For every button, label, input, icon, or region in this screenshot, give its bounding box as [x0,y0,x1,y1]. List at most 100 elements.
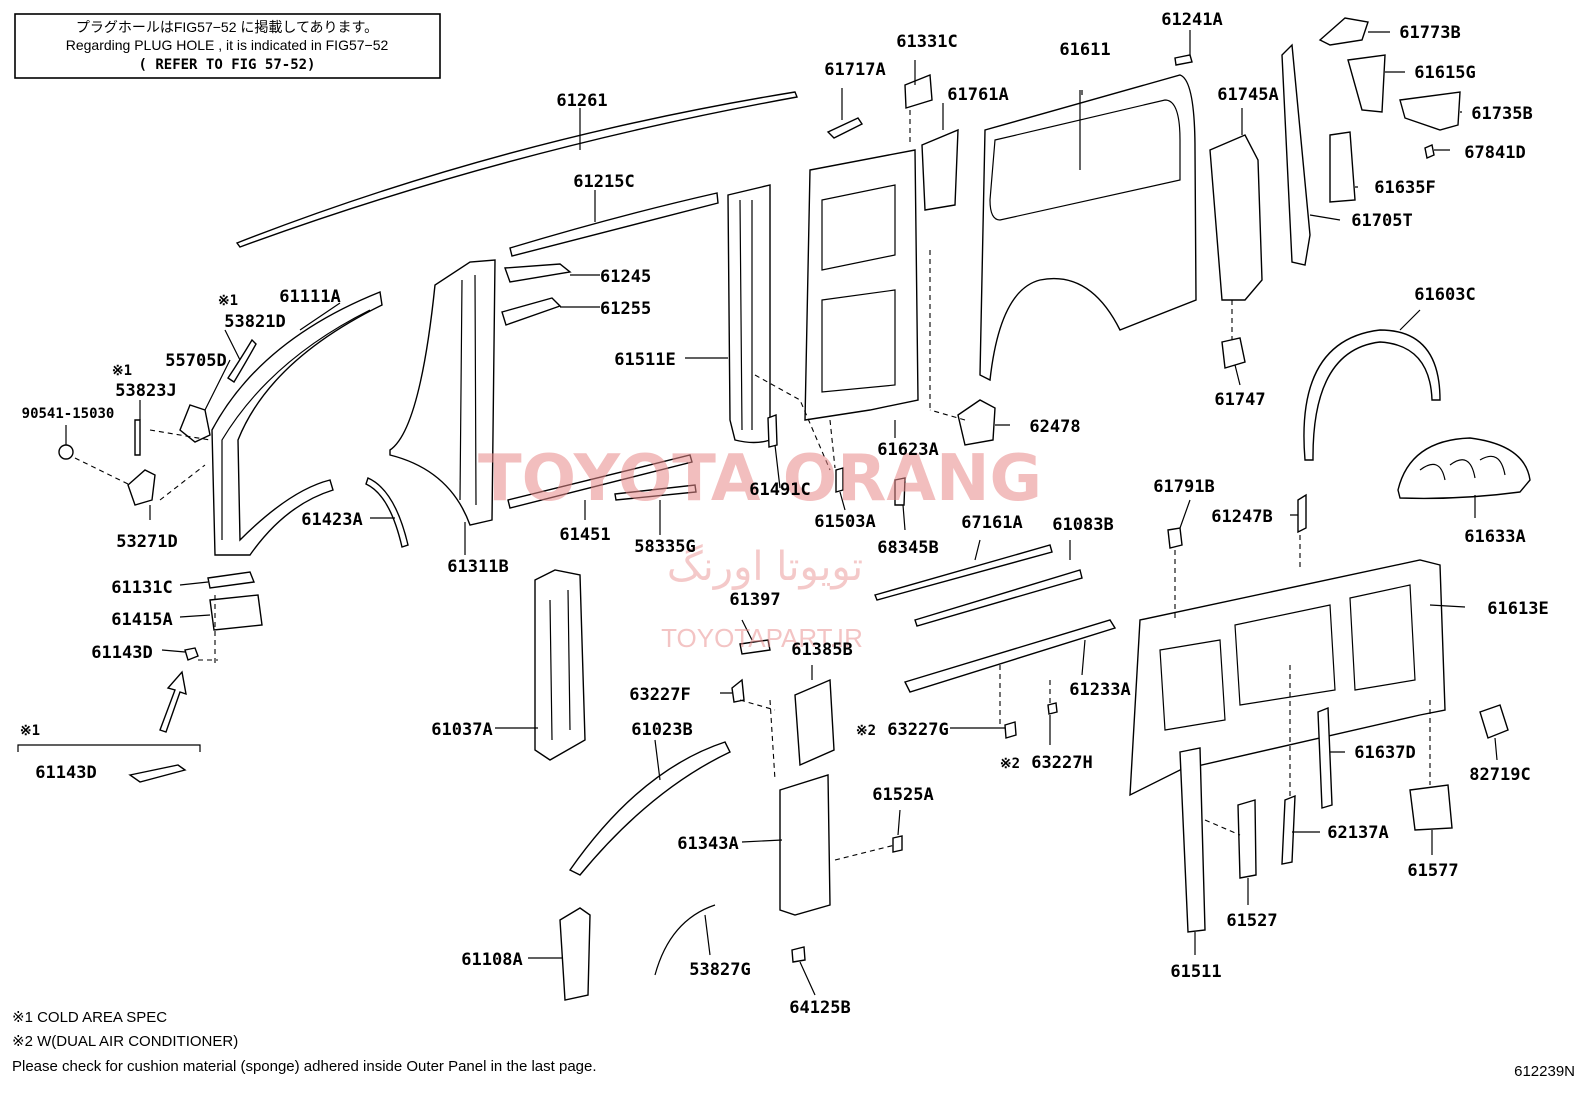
rail-61233A [904,619,1117,693]
label-64125B[interactable]: 64125B [789,998,850,1018]
label-61397[interactable]: 61397 [729,590,780,610]
mark-53821D: ※1 [218,293,238,309]
label-61131C[interactable]: 61131C [111,578,172,598]
label-61143D-a[interactable]: 61143D [91,643,152,663]
footnote-dual-ac: ※2 W(DUAL AIR CONDITIONER) [12,1033,238,1050]
label-61637D[interactable]: 61637D [1354,743,1415,763]
label-61023B[interactable]: 61023B [631,720,692,740]
bracket-61791B [1167,527,1183,549]
label-58335G[interactable]: 58335G [634,537,695,557]
label-61761A[interactable]: 61761A [947,85,1008,105]
center-pillar-61311B [389,259,496,526]
label-67841D[interactable]: 67841D [1464,143,1525,163]
label-61215C[interactable]: 61215C [573,172,634,192]
label-61255[interactable]: 61255 [600,299,651,319]
mark-61143D-cold: ※1 [20,723,40,739]
label-61451[interactable]: 61451 [559,525,610,545]
roof-rail-61261 [235,91,798,248]
label-61511E[interactable]: 61511E [614,350,675,370]
bracket-61385B [794,678,835,767]
label-61083B[interactable]: 61083B [1052,515,1113,535]
label-53821D[interactable]: 53821D [224,312,285,332]
bracket-61247B [1297,493,1307,534]
label-61633A[interactable]: 61633A [1464,527,1525,547]
label-61245[interactable]: 61245 [600,267,651,287]
label-61577[interactable]: 61577 [1407,861,1458,881]
label-61331C[interactable]: 61331C [896,32,957,52]
notice-line-2: Regarding PLUG HOLE , it is indicated in… [66,37,389,53]
rail-61083B [914,569,1083,627]
clip-64125B [791,946,806,963]
label-62478[interactable]: 62478 [1029,417,1080,437]
bracket-61131C [207,571,255,589]
bracket-61637D [1317,706,1333,809]
label-61241A[interactable]: 61241A [1161,10,1222,30]
label-61745A[interactable]: 61745A [1217,85,1278,105]
label-61735B[interactable]: 61735B [1471,104,1532,124]
label-61511[interactable]: 61511 [1170,962,1221,982]
label-61247B[interactable]: 61247B [1211,507,1272,527]
label-63227G[interactable]: 63227G [887,720,948,740]
label-61415A[interactable]: 61415A [111,610,172,630]
plate-58335G [614,484,697,501]
liner-61423A [365,477,409,548]
clip-67841D [1424,144,1435,159]
label-82719C[interactable]: 82719C [1469,765,1530,785]
label-61503A[interactable]: 61503A [814,512,875,532]
label-61111A[interactable]: 61111A [279,287,340,307]
label-62137A[interactable]: 62137A [1327,823,1388,843]
bracket-62137A [1281,794,1296,865]
label-61623A[interactable]: 61623A [877,440,938,460]
bracket-61331C [904,73,933,109]
rail-67161A [874,544,1053,601]
bolt-90541-15030 [58,444,74,460]
bracket-61577 [1409,784,1453,831]
bracket-61143D-cold [128,764,187,783]
label-61717A[interactable]: 61717A [824,60,885,80]
label-53271D[interactable]: 53271D [116,532,177,552]
label-61037A[interactable]: 61037A [431,720,492,740]
label-61613E[interactable]: 61613E [1487,599,1548,619]
label-61635F[interactable]: 61635F [1374,178,1435,198]
quarter-panel-61611 [979,74,1197,382]
footnote-cold-area: ※1 COLD AREA SPEC [12,1009,167,1026]
label-61525A[interactable]: 61525A [872,785,933,805]
label-53823J[interactable]: 53823J [115,381,176,401]
label-61791B[interactable]: 61791B [1153,477,1214,497]
watermark-brand: TOYOTA ORANG [478,442,1042,516]
bracket-68345B [894,477,906,506]
label-68345B[interactable]: 68345B [877,538,938,558]
label-61611[interactable]: 61611 [1059,40,1110,60]
label-61705T[interactable]: 61705T [1351,211,1412,231]
footnotes: ※1 COLD AREA SPEC ※2 W(DUAL AIR CONDITIO… [12,1009,1575,1080]
label-61773B[interactable]: 61773B [1399,23,1460,43]
label-61423A[interactable]: 61423A [301,510,362,530]
pillar-61745A [1209,134,1263,301]
label-61527[interactable]: 61527 [1226,911,1277,931]
label-61491C[interactable]: 61491C [749,480,810,500]
mark-63227G: ※2 [856,723,876,739]
label-90541-15030[interactable]: 90541-15030 [22,406,115,422]
label-61603C[interactable]: 61603C [1414,285,1475,305]
label-53827G[interactable]: 53827G [689,960,750,980]
label-61143D-b[interactable]: 61143D [35,763,96,783]
label-63227H[interactable]: 63227H [1031,753,1092,773]
label-61233A[interactable]: 61233A [1069,680,1130,700]
label-63227F[interactable]: 63227F [629,685,690,705]
part-labels: 61261 61215C 61245 61255 61111A ※1 53821… [17,10,1549,1018]
label-61385B[interactable]: 61385B [791,640,852,660]
label-61108A[interactable]: 61108A [461,950,522,970]
label-55705D[interactable]: 55705D [165,351,226,371]
bracket-63227F [731,678,745,703]
label-61261[interactable]: 61261 [556,91,607,111]
label-61311B[interactable]: 61311B [447,557,508,577]
bracket-61503A [835,467,844,493]
label-61343A[interactable]: 61343A [677,834,738,854]
label-61615G[interactable]: 61615G [1414,63,1475,83]
bracket-55705D [179,404,211,443]
label-67161A[interactable]: 67161A [961,513,1022,533]
label-61747[interactable]: 61747 [1214,390,1265,410]
figure-id: 612239N [1514,1063,1575,1080]
